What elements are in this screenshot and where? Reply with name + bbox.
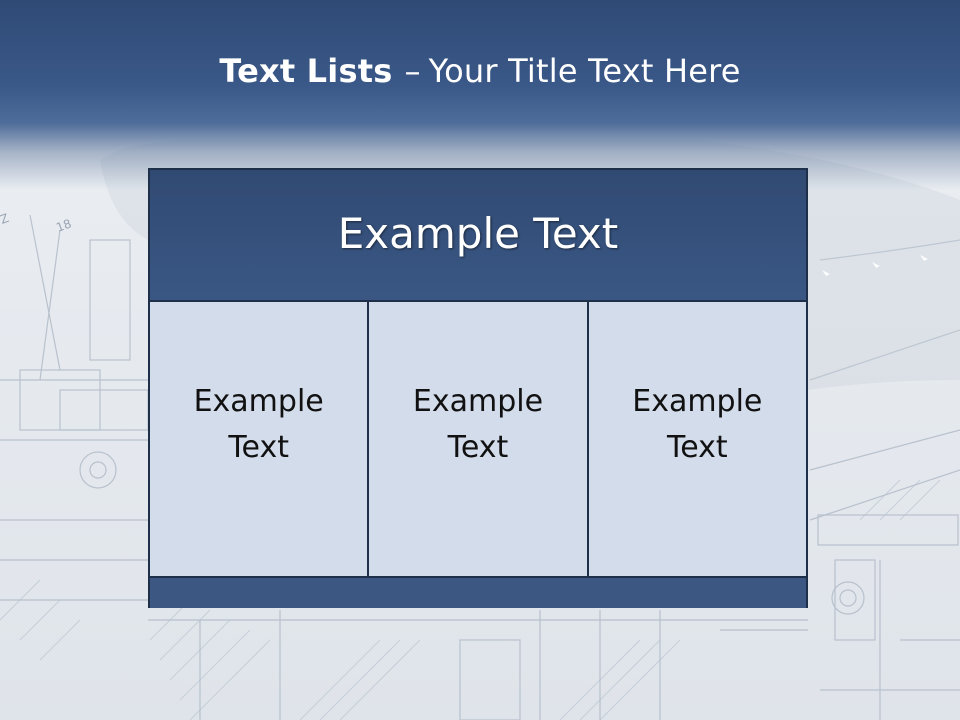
header-band — [0, 0, 960, 190]
panel-heading-box: Example Text — [150, 170, 806, 302]
dimension-label: 18 — [54, 216, 73, 234]
panel-column-1: Example Text — [150, 302, 370, 576]
title-bold-text: Text Lists — [219, 52, 393, 90]
title-separator: – — [404, 52, 421, 90]
text-list-panel: Example Text Example Text Example Text E… — [148, 168, 808, 608]
title-text: Your Title Text Here — [428, 52, 741, 90]
column-text: Example Text — [412, 384, 544, 465]
panel-column-3: Example Text — [588, 302, 806, 576]
slide-title: Text Lists–Your Title Text Here — [0, 52, 960, 90]
column-text: Example Text — [632, 384, 763, 465]
panel-columns: Example Text Example Text Example Text — [150, 302, 806, 576]
panel-footer-bar — [150, 576, 806, 608]
column-text: Example Text — [193, 384, 324, 465]
panel-column-2: Example Text — [369, 302, 589, 576]
panel-heading: Example Text — [337, 208, 619, 258]
dimension-label: Z — [0, 211, 11, 227]
